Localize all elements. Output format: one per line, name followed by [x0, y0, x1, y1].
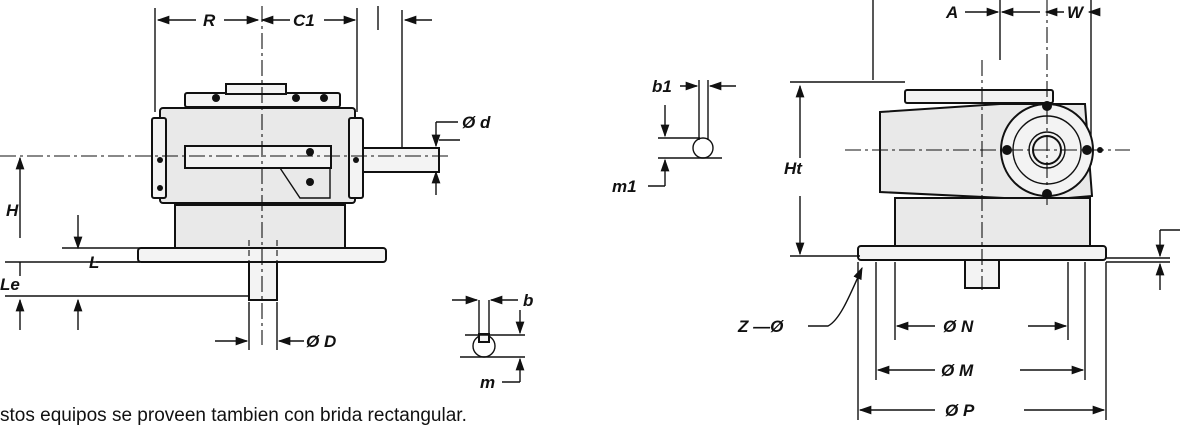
footnote-caption: stos equipos se proveen tambien con brid…: [0, 405, 467, 426]
dim-label-R: R: [203, 11, 216, 30]
dim-label-m: m: [480, 373, 495, 392]
dim-label-H: H: [6, 201, 19, 220]
keyway-detail-output: [452, 295, 525, 383]
dim-label-A: A: [945, 3, 958, 22]
dim-label-Ht: Ht: [784, 159, 803, 178]
dim-label-W: W: [1067, 3, 1085, 22]
dim-label-m1: m1: [612, 177, 637, 196]
keyway-detail-input: [648, 80, 736, 187]
dim-label-N: Ø N: [943, 317, 974, 336]
dim-label-M: Ø M: [941, 361, 974, 380]
dim-label-L: L: [89, 253, 99, 272]
dim-label-b1: b1: [652, 77, 672, 96]
side-view: [790, 0, 1180, 420]
dim-label-D: Ø D: [306, 332, 336, 351]
dim-label-P: Ø P: [945, 401, 975, 420]
dim-label-C1: C1: [293, 11, 315, 30]
front-view: [0, 6, 460, 350]
dim-label-Le: Le: [0, 275, 20, 294]
dim-label-Z: Z —Ø: [737, 317, 784, 336]
dim-label-b: b: [523, 291, 533, 310]
dim-label-d: Ø d: [462, 113, 491, 132]
